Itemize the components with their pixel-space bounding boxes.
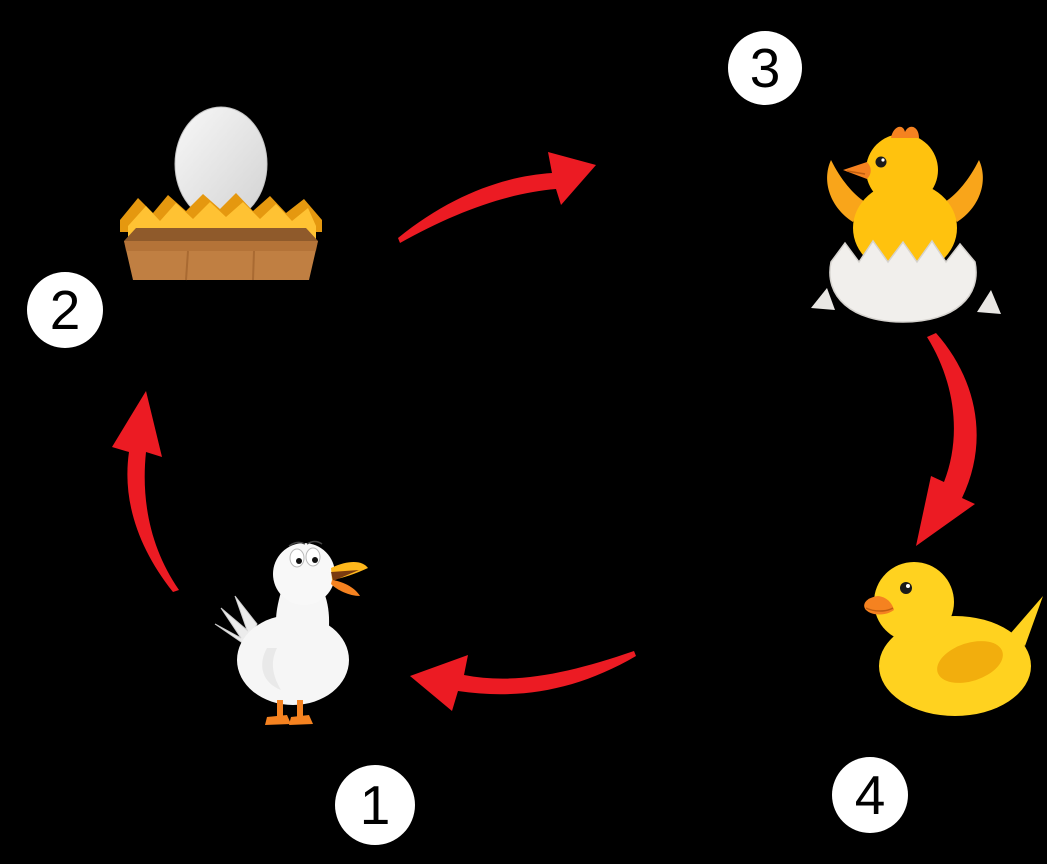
hatchling-beak-line	[846, 170, 866, 175]
hatchling-head	[866, 134, 938, 206]
wooden-box-rim	[124, 228, 318, 241]
wooden-box-plank-lines	[185, 250, 255, 281]
duck-tail-feathers	[214, 595, 258, 647]
stage-number-badge-1: 1	[335, 765, 415, 845]
duck-right-leg	[297, 700, 303, 717]
duck-left-leg	[277, 700, 283, 717]
hatchling-tuft	[891, 126, 919, 138]
arrow-stage3-to-stage4	[916, 333, 977, 546]
wooden-box-shadow	[124, 241, 318, 251]
arrow-stage1-to-stage2	[112, 391, 179, 592]
duck-beak-lower	[331, 580, 360, 596]
duck-left-eye	[289, 548, 305, 568]
arrow-stage2-to-stage3	[398, 152, 596, 243]
duck-neck	[276, 590, 330, 646]
duck-left-foot	[265, 715, 291, 725]
hatchling-eye-glint	[881, 158, 885, 162]
duck-right-eye	[305, 547, 321, 567]
broken-eggshell	[829, 239, 977, 323]
duckling-head	[874, 562, 954, 642]
duck-left-pupil	[296, 558, 302, 564]
duckling-eye	[900, 582, 912, 594]
egg-in-nest-icon	[120, 106, 322, 281]
duckling-beak-line	[865, 607, 894, 612]
hatchling-left-wing	[827, 160, 865, 222]
duck-head	[273, 543, 335, 605]
hatchling-right-wing	[945, 160, 983, 222]
hatching-duckling-icon	[811, 126, 1001, 323]
stage-young-duckling	[862, 540, 1047, 725]
adult-duck-icon	[214, 540, 368, 725]
eggshell-shard-left	[811, 288, 835, 310]
stage-number-badge-3: 3	[728, 31, 802, 105]
duck-right-foot	[289, 715, 313, 725]
young-duckling-icon	[864, 562, 1043, 716]
hatchling-beak	[843, 162, 871, 179]
stage-adult-duck	[205, 528, 370, 738]
stage-number-badge-2: 2	[27, 272, 103, 348]
hatchling-eye	[875, 156, 887, 168]
duck-mouth	[331, 570, 359, 581]
egg-icon	[174, 106, 268, 222]
eggshell-shard-right	[977, 290, 1001, 314]
arrow-stage4-to-stage1	[410, 651, 636, 711]
stage-egg-in-nest	[108, 100, 333, 290]
stage-hatching-duckling	[805, 110, 1005, 335]
duck-right-pupil	[312, 557, 318, 563]
duckling-eye-glint	[906, 584, 910, 588]
stage-number-badge-4: 4	[832, 757, 908, 833]
duckling-tail	[1010, 596, 1043, 646]
duck-eyebrows	[288, 540, 323, 547]
duck-wing	[262, 648, 281, 690]
duckling-wing	[937, 641, 1003, 683]
